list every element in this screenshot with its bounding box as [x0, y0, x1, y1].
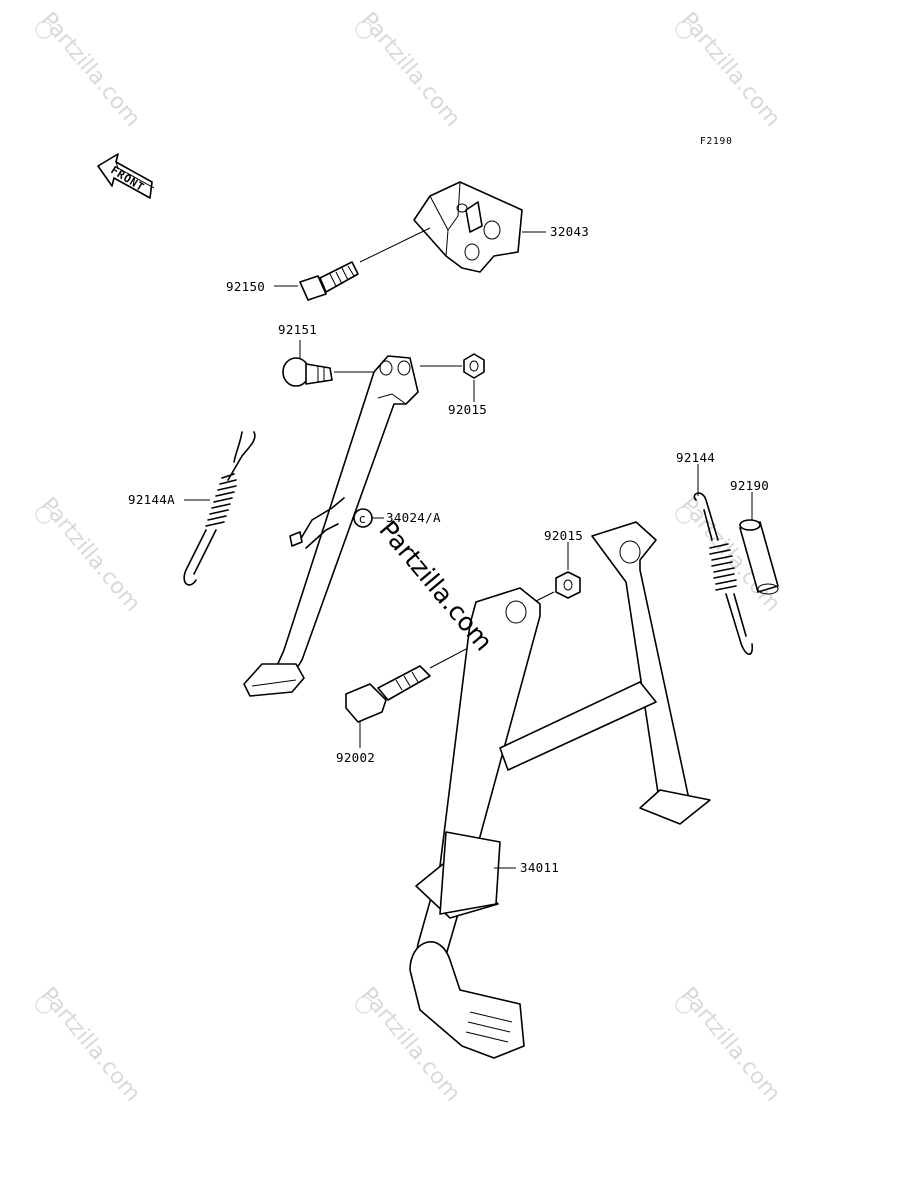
figure-code: F2190: [700, 136, 733, 147]
watermark: Partzilla.com: [355, 8, 465, 132]
copyright-icon: c: [359, 512, 366, 526]
watermark: Partzilla.com: [675, 8, 785, 132]
bolt-92151: [282, 357, 380, 387]
callout-92002: 92002: [336, 750, 375, 765]
bolt-92002: [345, 627, 507, 723]
callout-92015-top: 92015: [448, 402, 487, 417]
leader-lines: [184, 231, 753, 869]
bolt-92150: [299, 227, 431, 301]
callout-92015-mid: 92015: [544, 528, 583, 543]
center-watermark-text: Partzilla.com: [373, 515, 498, 656]
callout-92150: 92150: [226, 279, 265, 294]
front-arrow-icon: FRONT: [97, 153, 155, 199]
callout-92144: 92144: [676, 450, 715, 465]
watermark: Partzilla.com: [35, 983, 145, 1107]
bracket-32043: [413, 181, 523, 273]
main-stand-34011: [409, 521, 711, 1059]
nut-92015-mid: [529, 571, 581, 605]
nut-92015-top: [420, 353, 485, 379]
side-stand-34024A: [243, 355, 419, 697]
callout-92151: 92151: [278, 322, 317, 337]
center-watermark: c Partzilla.com: [353, 508, 498, 656]
callout-92144A: 92144A: [128, 492, 175, 507]
callout-34011: 34011: [520, 860, 559, 875]
watermark: Partzilla.com: [675, 983, 785, 1107]
watermark: Partzilla.com: [35, 493, 145, 617]
spring-92144A: [183, 431, 256, 586]
collar-92190: [739, 519, 779, 595]
callout-32043: 32043: [550, 224, 589, 239]
callout-34024A: 34024/A: [386, 510, 441, 525]
watermark: Partzilla.com: [35, 8, 145, 132]
callout-92190: 92190: [730, 478, 769, 493]
callout-labels: 32043 92150 92151 92015 92144A 34024/A 9…: [128, 224, 769, 875]
